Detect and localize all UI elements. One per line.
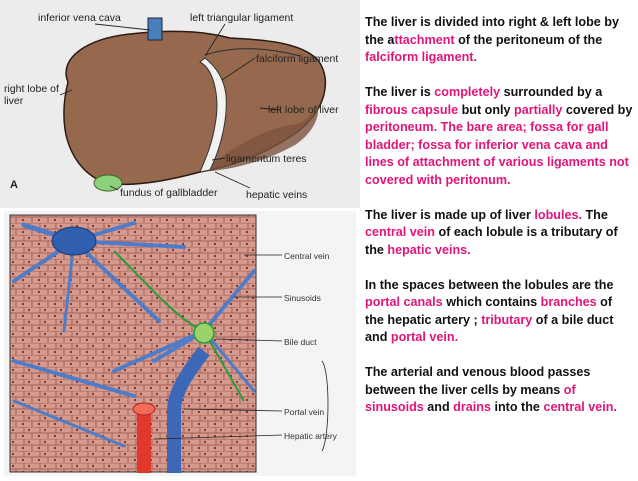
inferior-vena-cava <box>147 17 163 41</box>
highlight-segment: peritoneum. The bare area; fossa for gal… <box>365 120 629 187</box>
highlight-segment: of sinusoids <box>365 382 576 415</box>
highlight-segment: completely <box>434 85 501 99</box>
highlight-segment: portal canals <box>365 295 443 309</box>
label-leader-lines <box>59 23 281 191</box>
highlight-segment: central vein. <box>543 400 617 414</box>
label-left-triangular-ligament: left triangular ligament <box>190 12 293 24</box>
highlight-segment: fibrous capsule <box>365 102 459 117</box>
hepatic-artery-cut <box>132 402 156 416</box>
liver-notes-text: The liver is divided into right & left l… <box>365 14 633 434</box>
gallbladder-fundus <box>93 174 123 192</box>
lobule-diagram: Central vein Sinusoids Bile duct Portal … <box>9 214 338 473</box>
liver-gross-anatomy-figure: inferior vena cava left triangular ligam… <box>0 0 360 208</box>
text-segment: which contains <box>442 295 541 309</box>
liver-lobule-figure: Central vein Sinusoids Bile duct Portal … <box>4 211 356 476</box>
text-segment: The <box>581 207 608 222</box>
highlight-segment: central vein <box>365 225 435 239</box>
paragraph-portal-canals: In the spaces between the lobules are th… <box>365 277 633 347</box>
text-segment: The liver is divided into right & left l… <box>365 15 620 47</box>
left-triangular-ligament <box>204 48 301 57</box>
label-inferior-vena-cava: inferior vena cava <box>38 12 121 24</box>
text-segment: In the spaces between the lobules are th… <box>365 277 614 292</box>
label-right-lobe-line2: liver <box>4 95 24 107</box>
highlight-segment: partially <box>514 102 563 117</box>
lobule-leader-lines <box>153 254 329 452</box>
liver-inferior-shade <box>200 105 319 172</box>
text-segment: and <box>423 400 454 414</box>
text-segment: The liver is <box>365 85 435 99</box>
venous-branches <box>12 221 256 448</box>
highlight-segment: lobules. <box>534 207 582 222</box>
label-falciform-ligament: falciform ligament <box>256 53 338 65</box>
text-segment: of a bile duct and <box>365 312 614 345</box>
liver-diagram: inferior vena cava left triangular ligam… <box>4 12 339 201</box>
paragraph-blood-flow: The arterial and venous blood passes bet… <box>365 364 633 417</box>
text-segment: of the hepatic artery ; <box>365 295 613 327</box>
label-hepatic-veins: hepatic veins <box>246 189 307 201</box>
portal-vein <box>167 346 210 473</box>
paragraph-capsule: The liver is completely surrounded by a … <box>365 84 633 189</box>
highlight-segment: drains <box>453 400 491 414</box>
label-hepatic-artery: Hepatic artery <box>284 431 338 441</box>
label-central-vein: Central vein <box>284 251 330 261</box>
highlight-segment: portal vein. <box>390 330 459 344</box>
hepatocyte-plates <box>9 214 257 473</box>
highlight-segment: branches <box>540 295 597 309</box>
text-segment: surrounded by a <box>500 85 603 99</box>
text-segment: of each lobule is a tributary of the <box>365 225 618 257</box>
highlight-segment: hepatic veins. <box>387 242 471 257</box>
label-fundus-gallbladder: fundus of gallbladder <box>120 187 218 199</box>
panel-letter: A <box>10 179 18 191</box>
text-segment: The arterial and venous blood passes bet… <box>365 365 591 397</box>
bile-duct <box>193 322 215 344</box>
paragraph-lobes: The liver is divided into right & left l… <box>365 14 633 67</box>
highlight-segment: ttachment <box>394 32 455 47</box>
text-segment: into the <box>490 400 544 414</box>
text-segment: covered by <box>562 102 633 117</box>
label-right-lobe-line1: right lobe of <box>4 83 59 95</box>
paragraph-lobules: The liver is made up of liver lobules. T… <box>365 207 633 260</box>
label-sinusoids: Sinusoids <box>284 293 321 303</box>
label-portal-vein: Portal vein <box>284 407 324 417</box>
bile-duct-line <box>203 330 245 402</box>
highlight-segment: falciform ligament. <box>365 50 477 64</box>
text-segment: The liver is made up of liver <box>365 207 535 222</box>
label-ligamentum-teres: ligamentum teres <box>226 153 307 165</box>
label-left-lobe: left lobe of liver <box>268 104 339 116</box>
text-segment: but only <box>458 102 515 117</box>
label-bile-duct: Bile duct <box>284 337 317 347</box>
highlight-segment: tributary <box>481 312 533 327</box>
central-vein <box>51 226 97 256</box>
text-segment: of the peritoneum of the <box>454 32 603 47</box>
